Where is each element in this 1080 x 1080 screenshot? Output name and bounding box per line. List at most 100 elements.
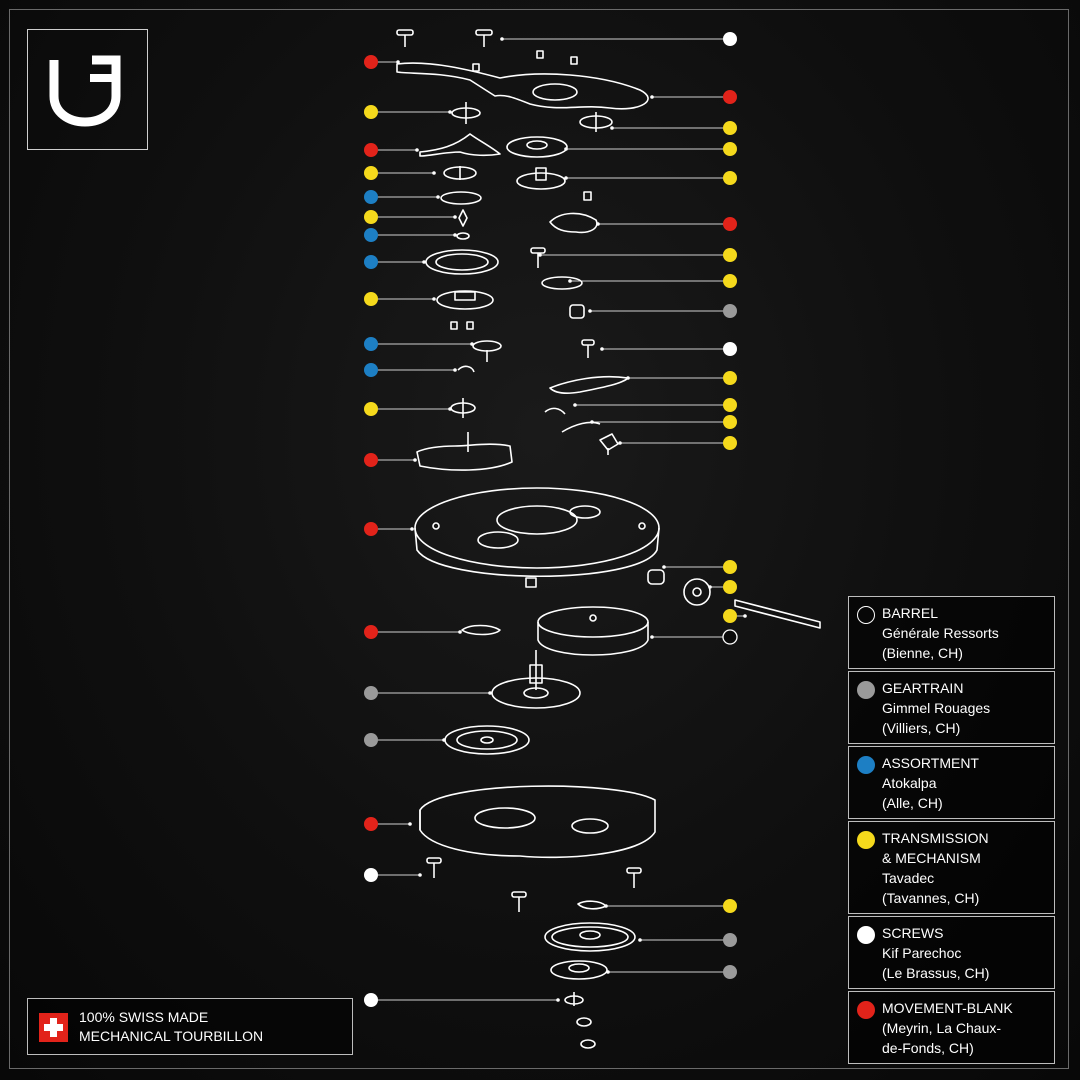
legend-swatch — [857, 681, 875, 699]
balance-wheel-part — [425, 249, 499, 275]
legend-detail: (Villiers, CH) — [882, 720, 961, 736]
marker-left-movement-blank — [364, 143, 378, 157]
wheel-part — [579, 112, 613, 132]
marker-right-movement-blank — [723, 90, 737, 104]
leader-tip — [568, 279, 572, 283]
leader-tip — [408, 822, 412, 826]
leader-tip — [662, 565, 666, 569]
bridge-hole — [532, 83, 578, 101]
main-plate-part — [414, 487, 660, 588]
marker-right-geartrain — [723, 965, 737, 979]
cannon-pinion-part — [564, 992, 584, 1006]
screw-part — [475, 29, 493, 47]
marker-left-screws — [364, 868, 378, 882]
screw-part — [426, 857, 442, 878]
bridge-part — [396, 62, 649, 110]
escape-wheel-part — [506, 136, 568, 158]
leader-tip — [415, 148, 419, 152]
ratchet-wheel-hub — [692, 587, 702, 597]
screw-part — [530, 247, 546, 268]
leader-tip — [588, 309, 592, 313]
leader-lines — [371, 37, 747, 1002]
brand-monogram-icon — [49, 55, 121, 127]
legend-detail: de-Fonds, CH) — [882, 1040, 974, 1056]
detent-part — [561, 421, 601, 433]
marker-left-transmission — [364, 166, 378, 180]
pinion-part — [443, 166, 477, 180]
screw-part — [396, 29, 414, 47]
legend-title: SCREWS — [882, 925, 944, 941]
escape-wheel-hub — [526, 140, 548, 150]
legend-swatch — [857, 606, 875, 624]
minute-wheel-part — [550, 960, 608, 980]
click-spring-part — [544, 407, 566, 415]
leader-tip — [500, 37, 504, 41]
marker-right-screws — [723, 342, 737, 356]
marker-left-assortment — [364, 337, 378, 351]
legend-detail: (Tavannes, CH) — [882, 890, 980, 906]
disc-part — [440, 191, 482, 205]
leader-tip — [650, 635, 654, 639]
marker-left-screws — [364, 993, 378, 1007]
cage-top — [454, 291, 476, 301]
legend-detail: Kif Parechoc — [882, 945, 962, 961]
marker-right-barrel — [722, 629, 738, 645]
legend-item-assortment: ASSORTMENT Atokalpa (Alle, CH) — [848, 746, 1055, 819]
leader-tip — [422, 260, 426, 264]
leader-tip — [453, 368, 457, 372]
badge-text: 100% SWISS MADE MECHANICAL TOURBILLON — [79, 1008, 263, 1046]
leader-tip — [413, 458, 417, 462]
marker-right-transmission — [723, 398, 737, 412]
leader-tip — [396, 60, 400, 64]
legend-detail: (Alle, CH) — [882, 795, 943, 811]
winding-stem-part — [734, 599, 821, 629]
leader-tip — [436, 195, 440, 199]
marker-right-transmission — [723, 580, 737, 594]
marker-right-screws — [723, 32, 737, 46]
leader-tip — [448, 110, 452, 114]
marker-left-assortment — [364, 255, 378, 269]
marker-right-movement-blank — [723, 217, 737, 231]
legend-detail: Atokalpa — [882, 775, 937, 791]
legend-detail: Générale Ressorts — [882, 625, 999, 641]
marker-left-movement-blank — [364, 55, 378, 69]
legend-swatch — [857, 926, 875, 944]
legend-detail: & MECHANISM — [882, 850, 981, 866]
marker-right-geartrain — [723, 304, 737, 318]
jewel-part — [580, 1039, 596, 1049]
marker-left-assortment — [364, 190, 378, 204]
legend-swatch — [857, 756, 875, 774]
leader-tip — [556, 998, 560, 1002]
third-wheel-part — [444, 725, 530, 755]
crown-wheel-part — [647, 569, 665, 585]
barrel-bridge-part — [416, 443, 513, 471]
marker-left-geartrain — [364, 686, 378, 700]
hour-wheel-part — [544, 922, 636, 952]
legend-detail: (Le Brassus, CH) — [882, 965, 990, 981]
pinion-part — [472, 340, 502, 362]
leader-tip — [453, 215, 457, 219]
ring-part — [541, 276, 583, 290]
marker-right-transmission — [723, 899, 737, 913]
marker-right-transmission — [723, 171, 737, 185]
ratchet-wheel-part — [683, 578, 711, 606]
jewel-part — [576, 1017, 592, 1027]
pinion-part — [569, 304, 585, 319]
marker-left-transmission — [364, 210, 378, 224]
jewel-part — [472, 50, 578, 72]
legend-detail: (Bienne, CH) — [882, 645, 963, 661]
legend-title: TRANSMISSION — [882, 830, 989, 846]
leader-tip — [538, 253, 542, 257]
legend-title: ASSORTMENT — [882, 755, 979, 771]
marker-right-transmission — [723, 248, 737, 262]
marker-right-transmission — [723, 436, 737, 450]
leader-tip — [410, 527, 414, 531]
click-part — [450, 398, 476, 418]
legend-detail: (Meyrin, La Chaux- — [882, 1020, 1002, 1036]
marker-right-geartrain — [723, 933, 737, 947]
